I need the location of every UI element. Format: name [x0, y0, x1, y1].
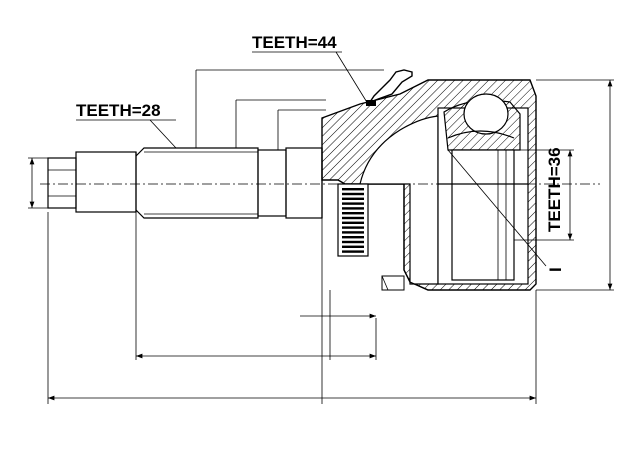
abs-tooth — [342, 221, 364, 224]
abs-tooth — [342, 240, 364, 244]
marker-label: I — [546, 267, 565, 272]
abs-ring — [337, 183, 369, 257]
shaft-neck — [257, 147, 323, 219]
dimensions — [28, 51, 614, 404]
abs-tooth — [342, 188, 364, 191]
flange — [381, 184, 429, 291]
inner-race — [443, 93, 521, 281]
abs-tooth — [342, 202, 364, 205]
abs-tooth — [342, 207, 364, 210]
abs-tooth — [342, 197, 364, 200]
abs-tooth — [342, 226, 364, 229]
abs-tooth — [342, 212, 364, 215]
abs-tooth — [342, 245, 364, 248]
teeth-44-label: TEETH=44 — [252, 33, 337, 52]
abs-tooth — [342, 250, 364, 253]
teeth-28-label: TEETH=28 — [76, 101, 161, 120]
teeth-36-label: TEETH=36 — [545, 147, 564, 232]
abs-tooth — [342, 231, 364, 234]
abs-tooth — [342, 192, 364, 196]
abs-tooth — [342, 236, 364, 239]
seal-bracket — [366, 69, 413, 106]
spline-section — [135, 147, 259, 219]
shaft-end — [47, 151, 137, 213]
abs-tooth — [342, 216, 364, 220]
